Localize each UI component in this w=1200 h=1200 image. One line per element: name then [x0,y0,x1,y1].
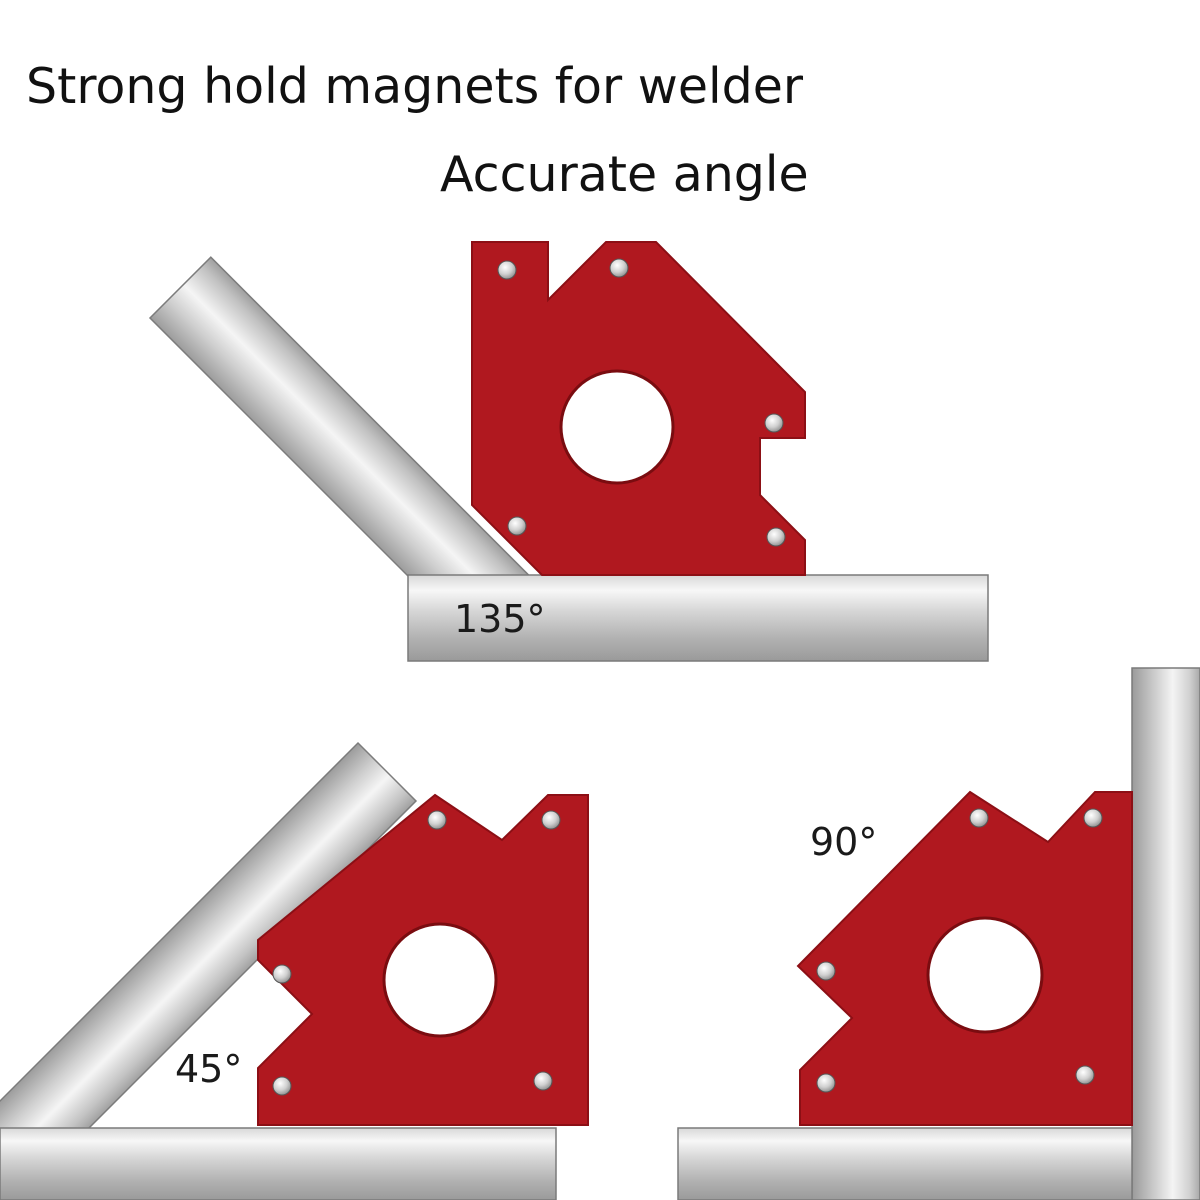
diagram-135 [148,241,989,662]
screw-icon [497,260,517,280]
magnet-hole [382,922,498,1038]
magnet-hole [926,916,1044,1034]
arrow-magnet [471,241,806,576]
screw-icon [1075,1065,1095,1085]
vertical-pipe [1131,667,1200,1200]
screw-icon [533,1071,553,1091]
screw-icon [969,808,989,828]
screw-icon [816,961,836,981]
screw-icon [541,810,561,830]
screw-icon [816,1073,836,1093]
screw-icon [766,527,786,547]
diagram-90 [677,667,1200,1200]
magnet-hole [559,369,675,485]
angle-label-135: 135° [454,597,546,641]
screw-icon [507,516,527,536]
screw-icon [272,964,292,984]
horizontal-pipe [407,574,989,662]
arrow-magnet [257,793,589,1126]
horizontal-pipe [0,1127,557,1200]
screw-icon [272,1076,292,1096]
screw-icon [427,810,447,830]
page-subtitle: Accurate angle [440,146,809,203]
page-title: Strong hold magnets for welder [26,58,803,115]
screw-icon [609,258,629,278]
diagram-45 [0,741,589,1200]
angle-label-90: 90° [810,820,878,864]
arrow-magnet [796,790,1133,1126]
diagonal-pipe [0,741,418,1199]
screw-icon [764,413,784,433]
horizontal-pipe [677,1127,1133,1200]
screw-icon [1083,808,1103,828]
angle-label-45: 45° [175,1047,243,1091]
